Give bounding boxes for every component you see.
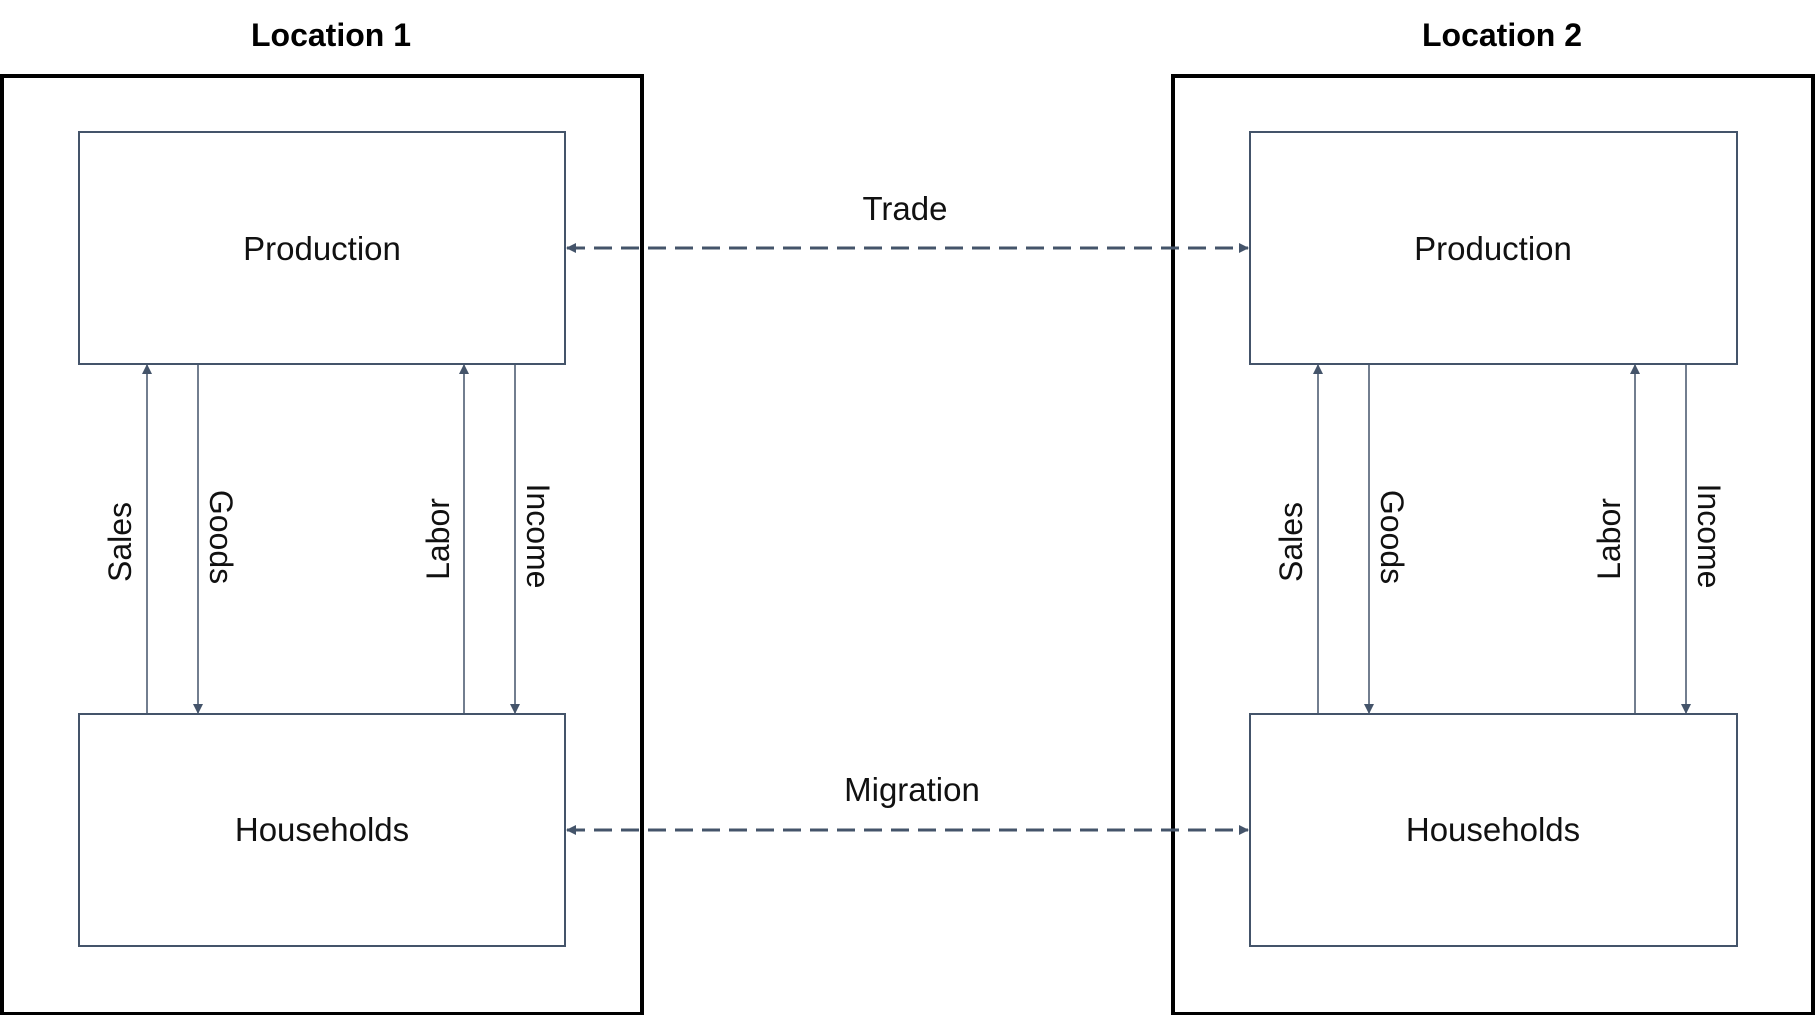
location-2-sales-label: Sales <box>1273 502 1309 582</box>
location-1-goods-label: Goods <box>203 490 239 584</box>
location-2-households-box <box>1249 713 1738 947</box>
location-1-households-box <box>78 713 566 947</box>
location-2-frame <box>1171 74 1815 1015</box>
location-1: Location 1 Production Households Sales G… <box>0 17 644 1015</box>
location-1-households-label: Households <box>235 811 409 848</box>
location-1-income-label: Income <box>520 484 556 589</box>
location-1-production-box <box>78 131 566 365</box>
location-1-title: Location 1 <box>251 17 411 53</box>
location-1-production-label: Production <box>243 230 401 267</box>
location-2-production-box <box>1249 131 1738 365</box>
location-2: Location 2 Production Households Sales G… <box>1171 17 1815 1015</box>
location-2-production-label: Production <box>1414 230 1572 267</box>
trade-link: Trade <box>566 190 1249 253</box>
location-1-labor-label: Labor <box>420 498 456 580</box>
location-2-goods-label: Goods <box>1374 490 1410 584</box>
location-2-households-label: Households <box>1406 811 1580 848</box>
location-1-sales-label: Sales <box>102 502 138 582</box>
location-1-frame <box>0 74 644 1015</box>
migration-label: Migration <box>844 771 980 808</box>
migration-link: Migration <box>566 771 1249 835</box>
location-2-income-label: Income <box>1691 484 1727 589</box>
trade-label: Trade <box>863 190 948 227</box>
location-2-title: Location 2 <box>1422 17 1582 53</box>
location-2-labor-label: Labor <box>1591 498 1627 580</box>
